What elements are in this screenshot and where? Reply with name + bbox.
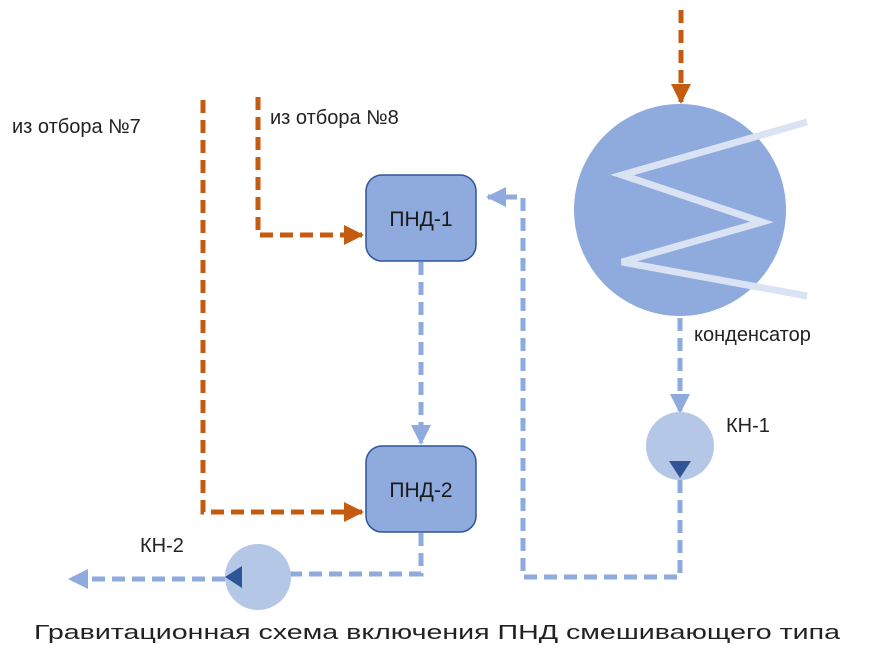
heater1-label: ПНД-1 — [389, 208, 452, 231]
diagram-caption: Гравитационная схема включения ПНД смеши… — [34, 622, 841, 644]
label-source-7: из отбора №7 — [12, 116, 141, 138]
pump2 — [225, 544, 291, 610]
steam-line-extraction-7 — [200, 100, 364, 522]
label-pump2: КН-2 — [140, 535, 184, 557]
pump1-triangle-icon — [669, 461, 691, 478]
label-source-8: из отбора №8 — [270, 107, 399, 129]
water-lines — [68, 187, 690, 589]
pump2-triangle-icon — [225, 566, 243, 588]
pump1 — [646, 412, 714, 480]
water-line-pump1-to-heater1 — [486, 187, 683, 580]
label-condenser: конденсатор — [694, 324, 811, 346]
heater2-label: ПНД-2 — [389, 479, 452, 502]
steam-line-extraction-8 — [255, 97, 364, 245]
heater1-block — [365, 174, 477, 262]
label-pump1: КН-1 — [726, 415, 770, 437]
steam-lines — [200, 10, 691, 522]
water-line-heater2-to-pump2 — [290, 533, 424, 577]
heater2-block — [365, 445, 477, 533]
condenser-coil — [610, 118, 808, 300]
